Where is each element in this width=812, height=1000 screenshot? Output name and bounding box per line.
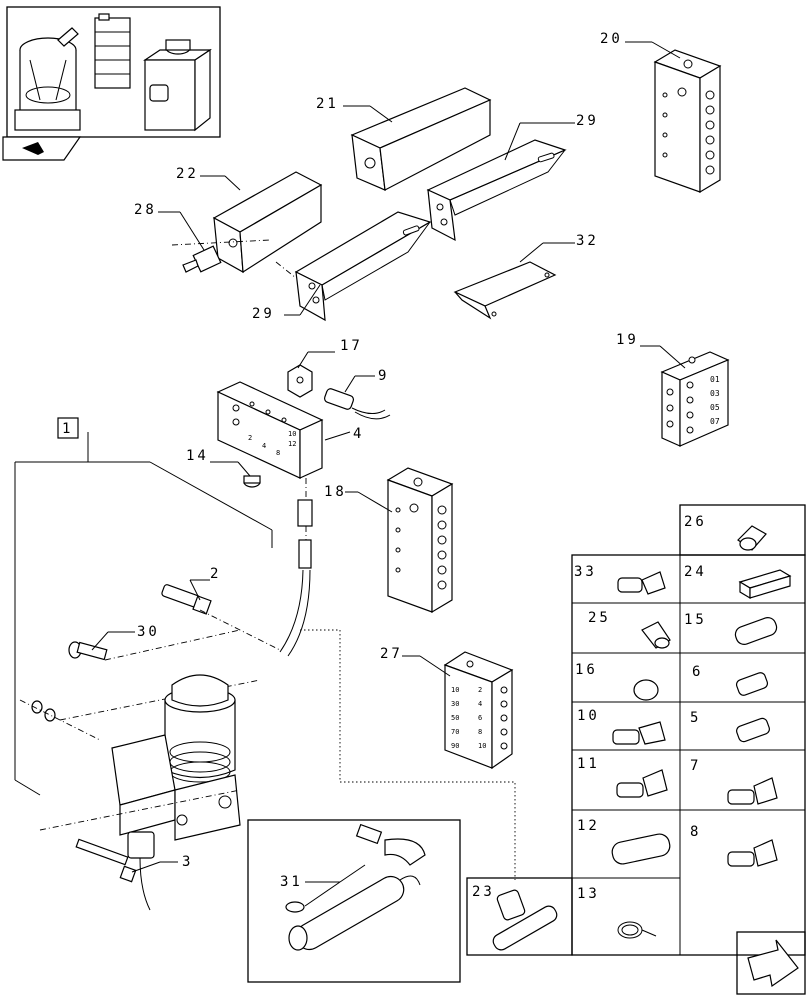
label-29-lower: 29 — [252, 306, 275, 322]
label-15: 15 — [684, 612, 707, 628]
label-30: 30 — [137, 624, 160, 640]
part-9-probe — [323, 388, 391, 420]
part-31-kit-box — [247, 819, 461, 983]
b4-mark: 4 — [262, 442, 266, 450]
label-10: 10 — [577, 708, 600, 724]
label-8: 8 — [690, 824, 701, 840]
b27-mark: 8 — [478, 728, 482, 736]
part-3-screw — [75, 838, 137, 883]
label-2: 2 — [210, 566, 221, 582]
part-5-fitting — [736, 717, 770, 743]
part-15-connector — [734, 617, 778, 645]
part-18-distributor-block — [386, 467, 454, 614]
b19-mark: 07 — [710, 417, 720, 426]
part-10-elbow — [612, 721, 666, 745]
b27-mark: 10 — [451, 686, 459, 694]
label-28: 28 — [134, 202, 157, 218]
label-22: 22 — [176, 166, 199, 182]
part-13-spring — [617, 921, 657, 939]
label-26: 26 — [684, 514, 707, 530]
dotted-link — [300, 629, 516, 880]
label-29-upper: 29 — [576, 113, 599, 129]
label-13: 13 — [577, 886, 600, 902]
part-12-coupling — [611, 833, 671, 865]
label-32: 32 — [576, 233, 599, 249]
label-16: 16 — [575, 662, 598, 678]
b27-mark: 70 — [451, 728, 459, 736]
part-7-elbow — [727, 777, 778, 805]
part-27-distributor-block: 10 30 50 70 90 2 4 6 8 10 — [443, 651, 514, 770]
part-8-elbow — [727, 839, 778, 867]
label-5: 5 — [690, 710, 701, 726]
label-17: 17 — [340, 338, 363, 354]
b19-mark: 05 — [710, 403, 720, 412]
label-11: 11 — [577, 756, 600, 772]
label-18: 18 — [324, 484, 347, 500]
b27-mark: 4 — [478, 700, 482, 708]
part-6-fitting — [735, 672, 769, 696]
part-11-elbow — [616, 769, 668, 798]
label-3: 3 — [182, 854, 193, 870]
part-23-fittings — [492, 889, 558, 951]
part-14-plug — [243, 475, 261, 488]
part-21-distributor-block — [350, 87, 492, 191]
part-33-elbow — [617, 571, 666, 595]
part-28-fitting — [182, 245, 222, 273]
label-14: 14 — [186, 448, 209, 464]
part-30-bolt — [68, 641, 108, 661]
part-24-block — [738, 569, 792, 600]
label-9: 9 — [378, 368, 389, 384]
part-29-plate-upper — [426, 139, 567, 242]
b4-mark: 8 — [276, 449, 280, 457]
b27-mark: 50 — [451, 714, 459, 722]
pump-reservoir — [111, 674, 241, 841]
part-29-plate-lower — [294, 211, 432, 322]
b27-mark: 10 — [478, 742, 486, 750]
label-27: 27 — [380, 646, 403, 662]
fittings-grid — [466, 504, 806, 956]
b4-mark: 10 — [288, 430, 296, 438]
label-33: 33 — [574, 564, 597, 580]
part-25-nipple — [641, 621, 671, 649]
label-24: 24 — [684, 564, 707, 580]
b4-mark: 2 — [248, 434, 252, 442]
part-2-screw — [161, 584, 212, 615]
connector-plug — [127, 831, 155, 911]
part-32-cover — [453, 261, 557, 320]
arrow-nav-icon[interactable] — [2, 136, 82, 161]
label-12: 12 — [577, 818, 600, 834]
part-17-sensor — [287, 364, 313, 398]
next-page-arrow-icon[interactable] — [736, 931, 806, 995]
thumbnail-lubrication-unit-icon — [6, 6, 221, 138]
part-4-distributor-block: 2 4 8 10 12 — [216, 381, 324, 479]
label-7: 7 — [690, 758, 701, 774]
label-19: 19 — [616, 332, 639, 348]
b19-mark: 03 — [710, 389, 720, 398]
part-22-distributor-block — [212, 171, 323, 274]
label-6: 6 — [692, 664, 703, 680]
label-4: 4 — [353, 426, 364, 442]
b27-mark: 30 — [451, 700, 459, 708]
b27-mark: 90 — [451, 742, 459, 750]
part-19-distributor-block: 01 03 05 07 — [660, 351, 730, 447]
b27-mark: 6 — [478, 714, 482, 722]
part-20-distributor-block — [653, 49, 722, 194]
b27-mark: 2 — [478, 686, 482, 694]
b4-mark: 12 — [288, 440, 296, 448]
part-16-plug — [633, 679, 659, 701]
part-1-assembly-outline — [14, 417, 273, 796]
label-21: 21 — [316, 96, 339, 112]
label-20: 20 — [600, 31, 623, 47]
label-25: 25 — [588, 610, 611, 626]
label-23: 23 — [472, 884, 495, 900]
label-31: 31 — [280, 874, 303, 890]
part-26-fitting — [737, 525, 767, 551]
b19-mark: 01 — [710, 375, 720, 384]
label-1: 1 — [62, 421, 73, 437]
fitting-stack — [279, 478, 313, 657]
